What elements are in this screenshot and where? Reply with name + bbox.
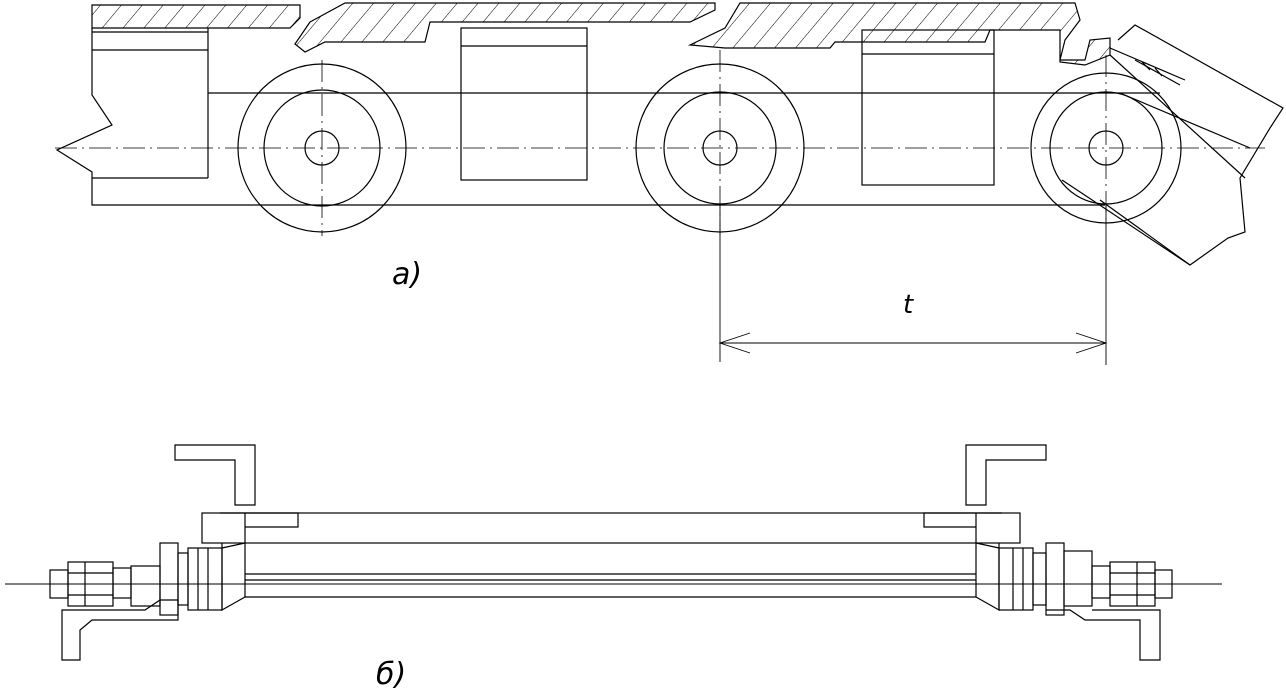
view-b-chain-top-view: б) <box>5 444 1222 692</box>
block-right <box>861 29 995 186</box>
view-a-label: а) <box>392 257 422 292</box>
block-left <box>460 27 588 181</box>
view-a-chain-side-view: t а) <box>55 2 1284 365</box>
view-b-label: б) <box>376 657 406 692</box>
left-end-link-body <box>55 28 720 206</box>
hub-assembly-right <box>975 542 1173 661</box>
pitch-dimension: t <box>718 205 1108 365</box>
hatched-plate-middle <box>294 2 716 53</box>
hatched-plate-left <box>91 4 301 29</box>
top-bracket-left <box>174 444 256 506</box>
inclined-end-link <box>1061 24 1284 266</box>
pitch-dimension-label: t <box>903 290 914 320</box>
link-plate-body <box>201 512 1021 598</box>
hatched-plate-right <box>687 2 1111 66</box>
hub-assembly-left <box>49 542 246 661</box>
top-bracket-right <box>965 444 1047 506</box>
